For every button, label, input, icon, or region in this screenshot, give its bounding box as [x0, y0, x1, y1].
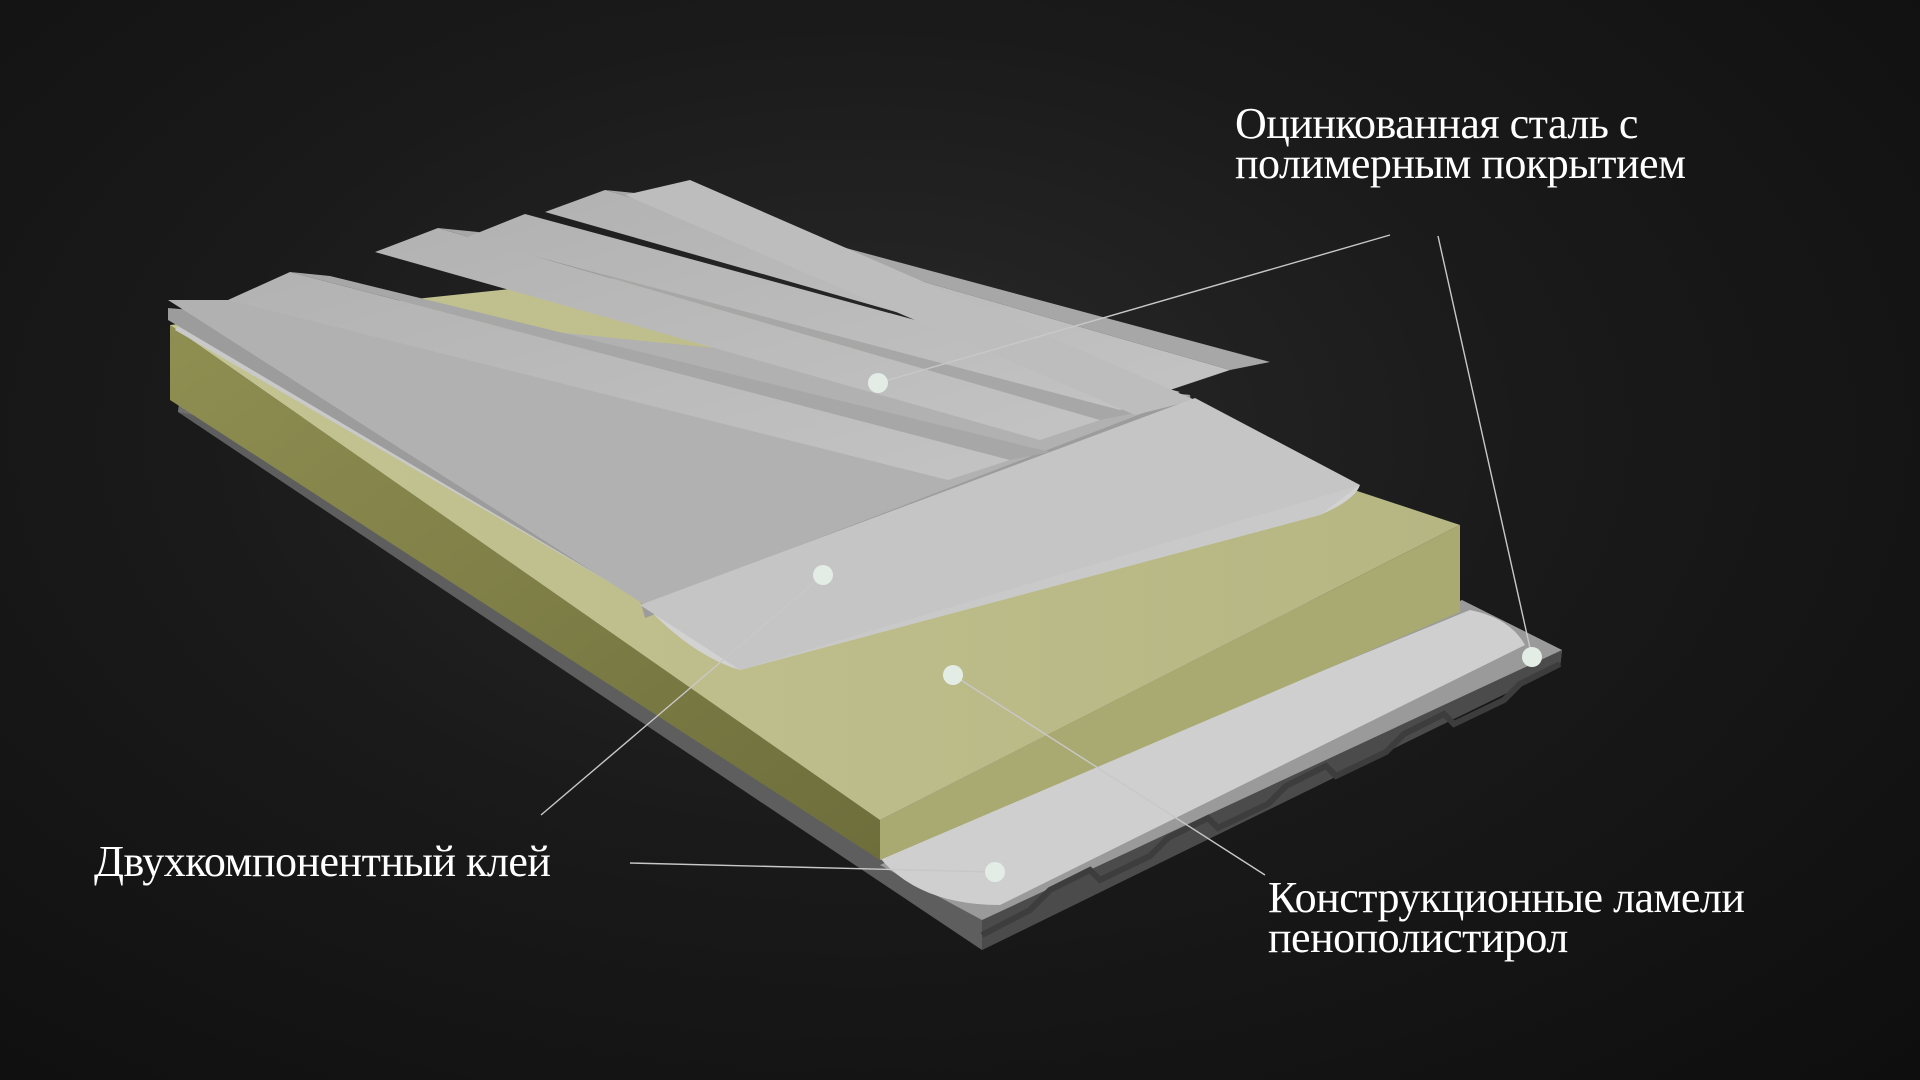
callout-line-steel-bottom [1437, 235, 1533, 658]
label-structural-lamellae-line1: Конструкционные ламели [1268, 873, 1745, 922]
label-galvanized-steel: Оцинкованная сталь с полимерным покрытие… [1235, 99, 1686, 188]
callout-line-glue-top [540, 574, 824, 816]
label-two-component-glue: Двухкомпонентный клей [94, 837, 551, 886]
label-structural-lamellae-line2: пенополистирол [1268, 913, 1568, 962]
glue-layer [880, 610, 1525, 905]
callout-dot-glue-bottom [985, 862, 1005, 882]
label-galvanized-steel-line2: полимерным покрытием [1235, 139, 1686, 188]
callout-dot-steel-bottom [1522, 647, 1542, 667]
callout-line-lamella [952, 674, 1266, 876]
label-structural-lamellae: Конструкционные ламели пенополистирол [1268, 873, 1745, 962]
callout-dots [813, 373, 1542, 882]
callout-dot-lamella [943, 665, 963, 685]
callout-lines [540, 234, 1533, 876]
callout-line-glue-bottom [629, 862, 996, 873]
top-steel-sheet [168, 180, 1360, 670]
label-two-component-glue-line1: Двухкомпонентный клей [94, 837, 551, 886]
callout-dot-glue-top [813, 565, 833, 585]
callout-dot-steel-top [868, 373, 888, 393]
steel-ribs [228, 180, 1270, 480]
label-galvanized-steel-line1: Оцинкованная сталь с [1235, 99, 1638, 148]
callout-line-steel-top [877, 234, 1391, 384]
